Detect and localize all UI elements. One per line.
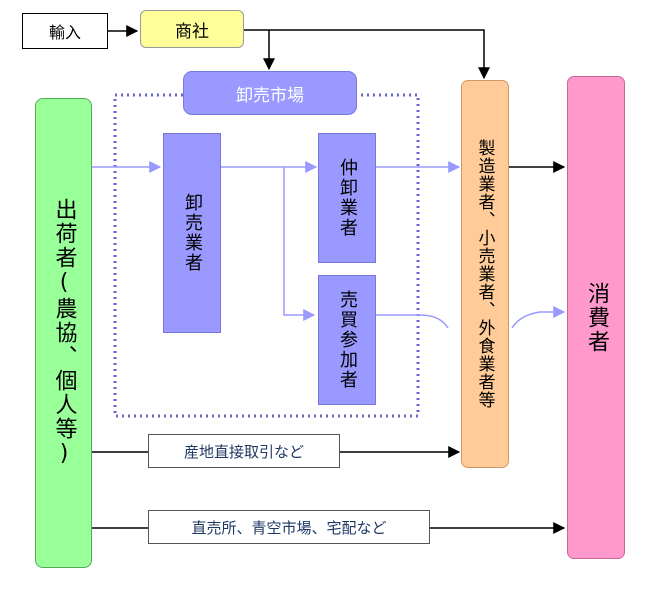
- direct-sales-label: 直売所、青空市場、宅配など: [191, 518, 387, 537]
- wholesaler-box: 卸売業者: [163, 133, 221, 333]
- direct-sales-label-box: 直売所、青空市場、宅配など: [148, 510, 430, 544]
- buying-participant-label: 売買参加者: [337, 290, 358, 390]
- manufacturer-retail-box: 製造業者、小売業者、外食業者等: [461, 80, 509, 468]
- import-box: 輸入: [22, 13, 108, 49]
- wholesaler-label: 卸売業者: [182, 193, 203, 273]
- consumer-box: 消費者: [567, 76, 625, 559]
- middle-wholesaler-label: 仲卸業者: [337, 158, 358, 238]
- trading-company-box: 商社: [140, 10, 244, 48]
- arrow-buying-to-manufacturer: [376, 314, 449, 329]
- wholesale-market-box: 卸売市場: [183, 71, 357, 115]
- direct-trade-label: 産地直接取引など: [183, 442, 304, 461]
- middle-wholesaler-box: 仲卸業者: [318, 133, 376, 263]
- arrow-wholesaler-to-buying: [283, 167, 316, 321]
- import-label: 輸入: [48, 23, 81, 42]
- arrow-buying-to-consumer: [511, 306, 566, 329]
- manufacturer-retail-label: 製造業者、小売業者、外食業者等: [474, 139, 495, 409]
- buying-participant-box: 売買参加者: [318, 275, 376, 405]
- arrow-trading-to-manufacturer: [244, 29, 490, 80]
- shipper-box: 出荷者(農協、個人等): [35, 98, 92, 568]
- shipper-label: 出荷者(農協、個人等): [51, 198, 77, 468]
- trading-company-label: 商社: [175, 21, 209, 42]
- wholesale-market-label: 卸売市場: [236, 85, 304, 106]
- direct-trade-label-box: 産地直接取引など: [148, 434, 340, 468]
- consumer-label: 消費者: [584, 281, 609, 354]
